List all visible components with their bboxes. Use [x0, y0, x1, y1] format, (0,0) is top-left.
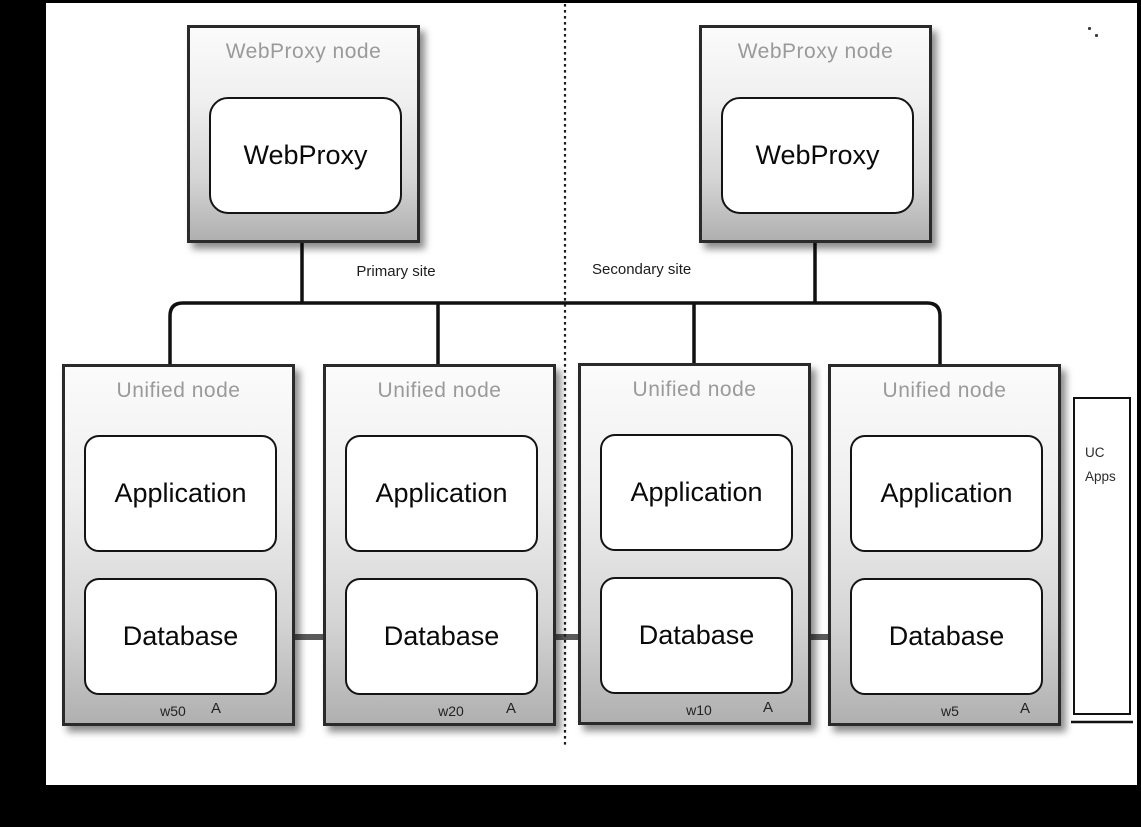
node-a-marker: A [762, 699, 774, 716]
unified-node-title: Unified node [116, 379, 241, 402]
webproxy-node-primary: WebProxy node WebProxy [187, 25, 420, 243]
uc-apps-line2: Apps [1085, 468, 1116, 484]
application-label: Application [114, 478, 247, 508]
application-component: Application [850, 435, 1043, 552]
database-component: Database [84, 578, 277, 695]
node-a-marker: A [1019, 700, 1031, 717]
node-weight-label: w10 [686, 702, 712, 718]
unified-node-2: Unified node Application Database w20 A [323, 364, 556, 726]
node-weight-label: w5 [941, 703, 959, 719]
webproxy-node-title: WebProxy node [737, 40, 894, 63]
application-label: Application [630, 477, 763, 507]
database-label: Database [638, 620, 755, 650]
speck-dot [1095, 34, 1098, 37]
uc-apps-box: UC Apps [1073, 397, 1131, 715]
secondary-site-label: Secondary site [592, 261, 692, 278]
webproxy-node-title: WebProxy node [225, 40, 382, 63]
database-label: Database [383, 621, 500, 651]
primary-site-label: Primary site [356, 263, 436, 280]
unified-node-3: Unified node Application Database w10 A [578, 363, 811, 725]
webproxy-component-label: WebProxy [243, 140, 368, 170]
node-a-marker: A [505, 700, 517, 717]
webproxy-node-secondary: WebProxy node WebProxy [699, 25, 932, 243]
node-weight-label: w50 [160, 703, 186, 719]
application-component: Application [84, 435, 277, 552]
webproxy-component: WebProxy [209, 97, 402, 214]
unified-node-title: Unified node [632, 378, 757, 401]
speck-dot [1088, 27, 1091, 30]
unified-node-title: Unified node [882, 379, 1007, 402]
uc-apps-line1: UC [1085, 445, 1105, 460]
application-component: Application [345, 435, 538, 552]
webproxy-component: WebProxy [721, 97, 914, 214]
unified-node-title: Unified node [377, 379, 502, 402]
database-label: Database [888, 621, 1005, 651]
node-weight-label: w20 [438, 703, 464, 719]
database-component: Database [345, 578, 538, 695]
application-label: Application [375, 478, 508, 508]
application-component: Application [600, 434, 793, 551]
uc-apps-label: UC Apps [1085, 441, 1116, 488]
unified-node-4: Unified node Application Database w5 A [828, 364, 1061, 726]
webproxy-component-label: WebProxy [755, 140, 880, 170]
database-component: Database [850, 578, 1043, 695]
database-label: Database [122, 621, 239, 651]
application-label: Application [880, 478, 1013, 508]
node-a-marker: A [210, 700, 222, 717]
unified-node-1: Unified node Application Database w50 A [62, 364, 295, 726]
database-component: Database [600, 577, 793, 694]
